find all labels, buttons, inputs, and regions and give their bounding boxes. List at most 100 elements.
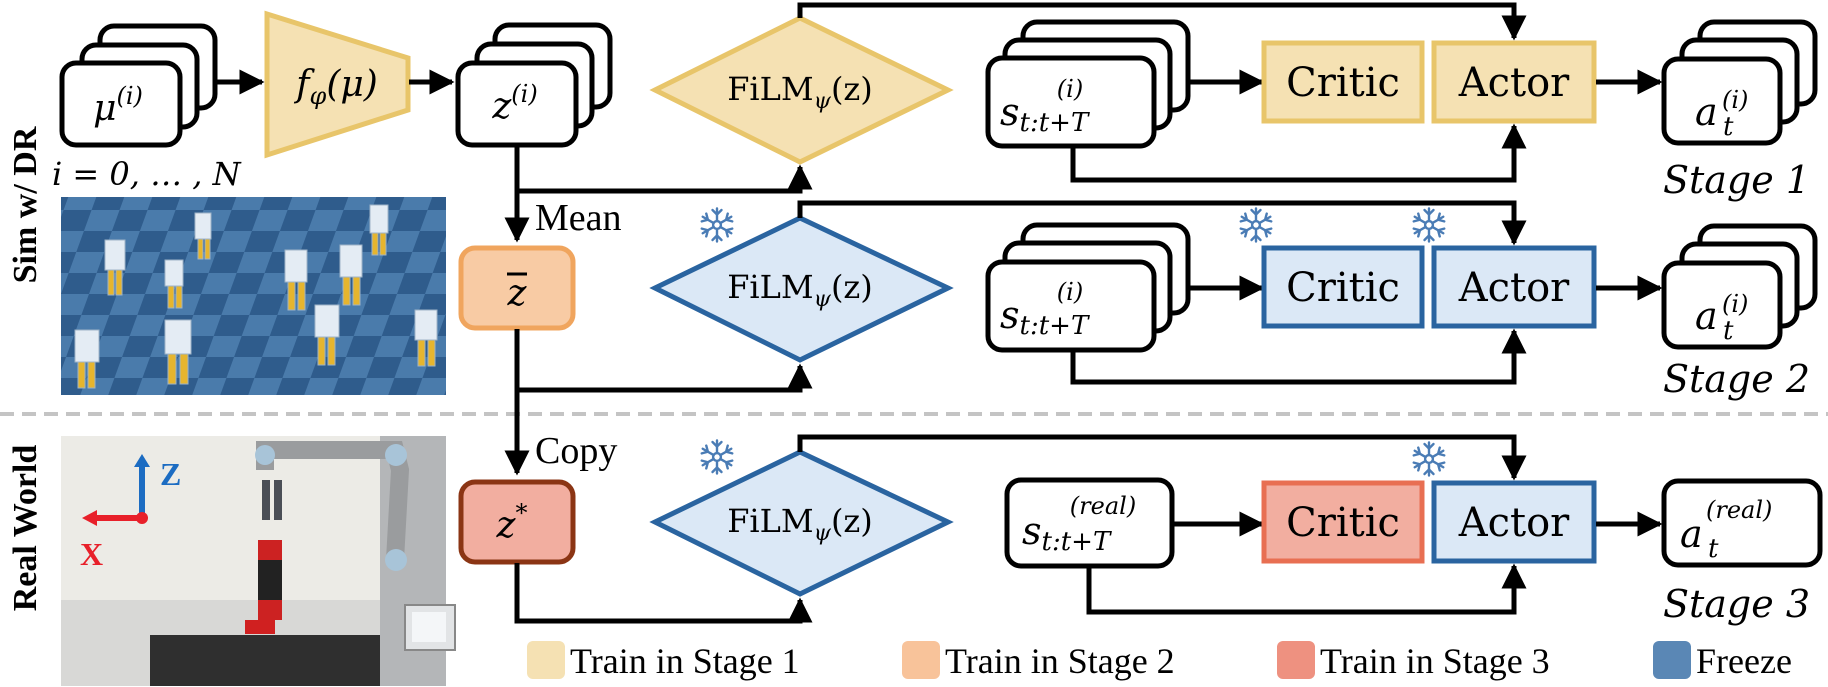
snowflake-icon	[700, 441, 733, 474]
s-real-node: (real) st:t+T	[1004, 477, 1175, 569]
film-sub: ψ	[814, 521, 832, 546]
legend-item-stage2: Train in Stage 2	[902, 641, 1175, 681]
film-sub: ψ	[814, 89, 832, 114]
robot	[164, 319, 192, 385]
axis-x-label: X	[80, 536, 103, 572]
mu-symbol: μ	[93, 88, 116, 129]
s-symbol: s	[1022, 509, 1042, 553]
robot	[164, 259, 184, 309]
connector-zbar-to-film-2	[514, 329, 813, 393]
a-stack-stage2: a (i) t	[1661, 223, 1818, 350]
s-subscript: t:t+T	[1020, 108, 1090, 138]
a-subscript: t	[1723, 112, 1734, 142]
zstar-symbol: z	[496, 505, 517, 546]
svg-text:FiLMψ(z): FiLMψ(z)	[727, 70, 873, 114]
real-world-photo: Z X	[61, 436, 456, 686]
encoder-node: fφ(μ)	[264, 10, 411, 159]
a-real-node: a (real) t	[1661, 478, 1823, 568]
copy-label: Copy	[535, 430, 617, 472]
legend-item-stage1: Train in Stage 1	[527, 641, 800, 681]
actor-stage3: Actor	[1431, 480, 1597, 564]
critic-stage3: Critic	[1261, 480, 1425, 564]
svg-text:z(i): z(i)	[491, 80, 537, 127]
s-symbol: s	[1000, 90, 1020, 134]
axis-indicator: Z X	[80, 454, 181, 572]
connector-film-to-actor-3	[797, 434, 1527, 481]
svg-text:st:t+T: st:t+T	[1022, 509, 1112, 557]
connector-film-to-actor-2	[797, 200, 1527, 246]
a-superscript: (real)	[1706, 496, 1772, 524]
index-range: i = 0, … , N	[52, 155, 242, 193]
mu-stack: μ(i)	[59, 23, 218, 148]
connector-film-to-actor-1	[797, 2, 1527, 41]
a-stack-stage1: a (i) t	[1661, 19, 1818, 146]
svg-text:st:t+T: st:t+T	[1000, 90, 1090, 138]
connector-s-to-actor-2	[1070, 328, 1527, 385]
zbar-node: z	[458, 245, 576, 331]
snowflake-icon	[1412, 209, 1445, 242]
snowflake-icon	[1412, 443, 1445, 476]
side-label-sim: Sim w/ DR	[7, 126, 44, 283]
legend-label: Train in Stage 1	[570, 641, 800, 681]
robot	[314, 304, 340, 366]
svg-text:a: a	[1695, 90, 1718, 134]
legend-label: Train in Stage 2	[945, 641, 1175, 681]
s-symbol: s	[1000, 293, 1020, 337]
a-symbol: a	[1695, 294, 1718, 338]
s-superscript: (i)	[1057, 75, 1083, 103]
a-symbol: a	[1680, 512, 1703, 556]
film-arg: (z)	[831, 268, 873, 306]
a-subscript: t	[1723, 316, 1734, 346]
actor-label: Actor	[1458, 500, 1570, 546]
s-stack-stage2: (i) st:t+T	[985, 222, 1191, 353]
mean-label: Mean	[535, 197, 622, 239]
critic-label: Critic	[1286, 500, 1400, 546]
legend-label: Train in Stage 3	[1320, 641, 1550, 681]
stage-label-1: Stage 1	[1663, 158, 1810, 202]
zbar-symbol: z	[507, 273, 528, 314]
film-node-stage1: FiLMψ(z)	[649, 15, 954, 165]
robot	[104, 239, 126, 296]
a-superscript: (i)	[1722, 290, 1748, 318]
film-sub: ψ	[814, 287, 832, 312]
connector-zstar-to-film-3	[514, 563, 813, 624]
z-symbol: z	[491, 86, 512, 127]
svg-text:a: a	[1695, 294, 1718, 338]
a-subscript: t	[1708, 534, 1719, 564]
svg-text:st:t+T: st:t+T	[1000, 293, 1090, 341]
mu-superscript: (i)	[117, 82, 143, 110]
svg-text:FiLMψ(z): FiLMψ(z)	[727, 502, 873, 546]
s-stack-stage1: (i) st:t+T	[985, 19, 1191, 149]
snowflake-icon	[700, 209, 733, 242]
s-subscript: t:t+T	[1042, 527, 1112, 557]
film-node-stage2: FiLMψ(z)	[649, 215, 954, 363]
svg-text:FiLMψ(z): FiLMψ(z)	[727, 268, 873, 312]
zstar-node: z*	[458, 479, 576, 565]
side-label-real: Real World	[7, 445, 44, 612]
encoder-sub: φ	[310, 82, 327, 110]
critic-label: Critic	[1286, 265, 1400, 311]
robot	[284, 249, 308, 311]
zstar-superscript: *	[515, 499, 527, 527]
z-stack: z(i)	[455, 22, 613, 148]
film-node-stage3: FiLMψ(z)	[649, 449, 954, 597]
s-superscript: (i)	[1057, 278, 1083, 306]
connector-s-to-actor-3	[1086, 563, 1527, 615]
legend: Train in Stage 1 Train in Stage 2 Train …	[527, 641, 1792, 681]
film-arg: (z)	[831, 70, 873, 108]
connector-s-to-actor-1	[1070, 123, 1527, 183]
sim-image	[61, 197, 446, 395]
actor-stage2: Actor	[1431, 245, 1597, 329]
legend-label: Freeze	[1696, 641, 1792, 681]
svg-text:z*: z*	[496, 499, 528, 546]
svg-text:a: a	[1680, 512, 1703, 556]
film-label: FiLM	[727, 268, 813, 306]
robot	[194, 212, 212, 260]
robot	[414, 309, 438, 367]
a-superscript: (i)	[1722, 86, 1748, 114]
stage-label-3: Stage 3	[1663, 582, 1810, 626]
legend-item-stage3: Train in Stage 3	[1277, 641, 1550, 681]
svg-text:μ(i): μ(i)	[93, 82, 143, 129]
critic-stage1: Critic	[1261, 40, 1425, 124]
